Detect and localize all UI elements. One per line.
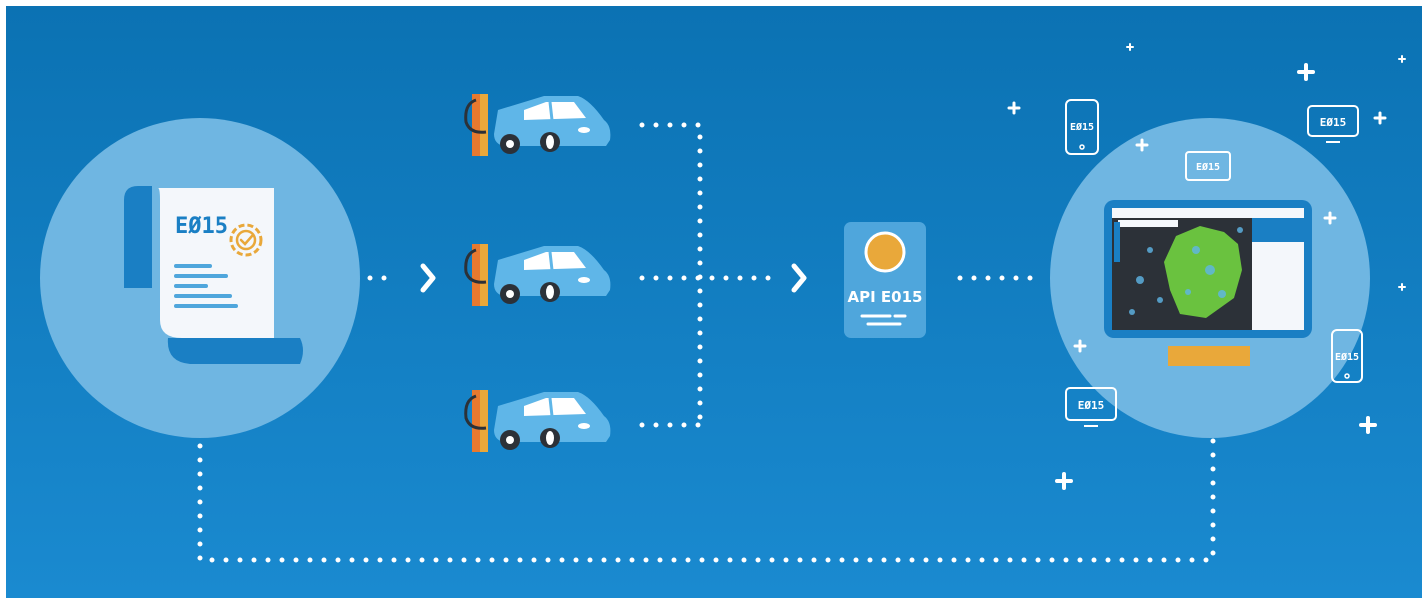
api-card: API E015 bbox=[844, 222, 926, 338]
scroll-curl bbox=[168, 338, 303, 364]
phone-right-logo: EØ15 bbox=[1335, 351, 1359, 363]
scroll-back bbox=[124, 186, 152, 288]
monitor-stand bbox=[1168, 346, 1250, 366]
api-indicator bbox=[866, 233, 904, 271]
scroll-paper bbox=[158, 188, 274, 338]
tablet-logo: EØ15 bbox=[1196, 161, 1220, 173]
document-logo: EØ15 bbox=[175, 214, 228, 239]
monitor-logo: EØ15 bbox=[1320, 116, 1347, 129]
phone-logo: EØ15 bbox=[1070, 121, 1094, 133]
api-label: API E015 bbox=[848, 288, 923, 306]
monitor-left-logo: EØ15 bbox=[1078, 399, 1105, 412]
